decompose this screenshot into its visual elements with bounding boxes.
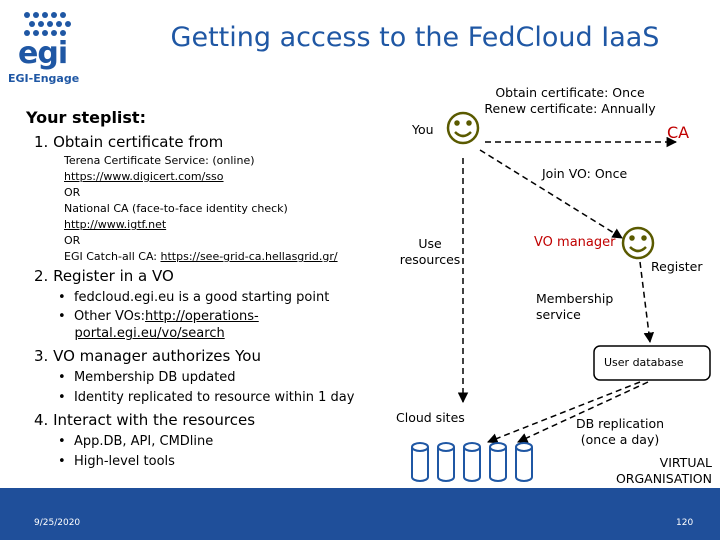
list-item: • App.DB, API, CMDline [58, 434, 214, 449]
cloud-sites-label: Cloud sites [396, 410, 465, 425]
or-text: OR [64, 234, 81, 247]
step-2-bullets: • fedcloud.egi.eu is a good starting poi… [58, 288, 378, 342]
vo-manager-label: VO manager [534, 235, 616, 250]
step-4: 4. Interact with the resources [34, 411, 256, 429]
national-ca-line: National CA (face-to-face identity check… [64, 202, 288, 215]
list-item: • Membership DB updated [58, 370, 236, 385]
footer-bar [0, 488, 720, 540]
join-vo-label: Join VO: Once [542, 166, 628, 181]
user-database-box [593, 345, 711, 381]
cloud-site-cylinder-icon [489, 442, 507, 482]
list-item: • Other VOs:http://operations- portal.eg… [58, 309, 259, 341]
terena-link[interactable]: https://www.digicert.com/sso [64, 170, 224, 183]
list-item: • High-level tools [58, 454, 175, 469]
replication-arrow-2 [487, 381, 641, 444]
step-4-bullets: • App.DB, API, CMDline • High-level tool… [58, 432, 378, 472]
list-item: • fedcloud.egi.eu is a good starting poi… [58, 290, 330, 305]
steplist-heading: Your steplist: [26, 108, 146, 127]
slide-title: Getting access to the FedCloud IaaS [170, 22, 660, 53]
terena-line: Terena Certificate Service: (online) [64, 154, 255, 167]
igtf-link[interactable]: http://www.igtf.net [64, 218, 167, 231]
cloud-site-cylinder-icon [515, 442, 533, 482]
logo-dots-icon [24, 12, 71, 36]
catch-all-link[interactable]: https://see-grid-ca.hellasgrid.gr/ [160, 250, 338, 263]
step-3: 3. VO manager authorizes You [34, 347, 261, 365]
operations-portal-link-cont[interactable]: portal.egi.eu/vo/search [74, 326, 225, 341]
use-resources-label: Use resources [399, 236, 461, 267]
footer-date: 9/25/2020 [34, 518, 81, 528]
membership-service-label: Membership service [536, 291, 614, 322]
step-2: 2. Register in a VO [34, 267, 174, 285]
cloud-site-cylinder-icon [437, 442, 455, 482]
logo-wordmark: egi [18, 36, 68, 71]
logo-subtitle: EGI-Engage [8, 72, 80, 85]
you-smiley-icon [446, 111, 480, 145]
or-text: OR [64, 186, 81, 199]
replication-arrow-1 [517, 381, 649, 443]
step-3-bullets: • Membership DB updated • Identity repli… [58, 368, 378, 408]
step-1: 1. Obtain certificate from [34, 133, 224, 151]
catch-all-label: EGI Catch-all CA: [64, 250, 161, 263]
vo-to-db-arrow [639, 261, 655, 344]
cloud-site-cylinder-icon [411, 442, 429, 482]
user-database-label: User database [604, 356, 684, 369]
db-replication-label: DB replication (once a day) [575, 416, 665, 447]
you-to-vo-arrow [479, 149, 623, 239]
ca-label: CA [667, 123, 690, 142]
page-number: 120 [676, 518, 694, 528]
you-label: You [412, 122, 434, 137]
certificate-note: Obtain certificate: Once Renew certifica… [484, 85, 656, 116]
step-1-details: Terena Certificate Service: (online) htt… [64, 153, 394, 265]
virtual-organisation-label: VIRTUAL ORGANISATION [615, 455, 712, 486]
list-item: • Identity replicated to resource within… [58, 390, 355, 405]
vo-manager-smiley-icon [621, 226, 655, 260]
cloud-site-cylinder-icon [463, 442, 481, 482]
operations-portal-link[interactable]: http://operations- [145, 309, 259, 324]
register-label: Register [651, 259, 703, 274]
